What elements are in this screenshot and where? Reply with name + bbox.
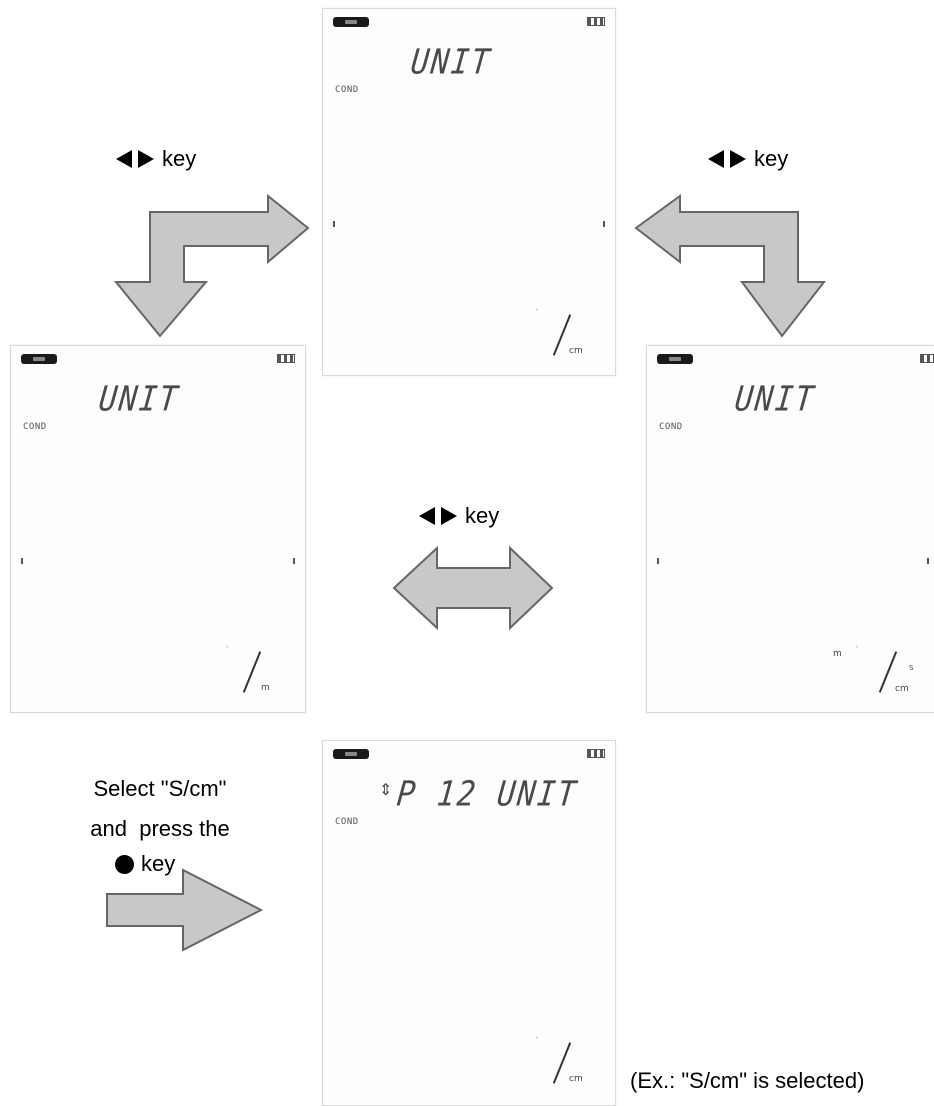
left-triangle-icon — [419, 507, 435, 525]
lcd-screen-right: UNIT COND m ʾ S cm — [646, 345, 934, 713]
unit-s-symbol: ʾ — [535, 306, 539, 320]
key-label: key — [465, 503, 500, 528]
mode-indicator-icon — [21, 354, 57, 364]
left-triangle-icon — [116, 150, 132, 168]
battery-icon — [920, 354, 934, 363]
bent-arrow-right-shape — [634, 194, 827, 338]
unit-numerator: S — [909, 664, 914, 672]
battery-icon — [587, 17, 605, 26]
instruction-line-2: and press the — [90, 816, 230, 841]
unit-denominator: cm — [895, 684, 909, 694]
right-triangle-icon — [138, 150, 154, 168]
double-arrow-shape — [392, 545, 554, 631]
right-marker-icon — [927, 558, 929, 564]
unit-prefix: m — [833, 649, 842, 659]
mode-indicator-icon — [333, 749, 369, 759]
mode-label: COND — [659, 422, 683, 432]
left-marker-icon — [21, 558, 23, 564]
mode-indicator-icon — [657, 354, 693, 364]
unit-s-symbol: ʾ — [535, 1034, 539, 1048]
unit-s-symbol: ʾ — [225, 643, 229, 657]
key-caption-top-left: key — [116, 146, 246, 172]
lcd-screen-top: UNIT COND ʾ cm — [322, 8, 616, 376]
left-marker-icon — [657, 558, 659, 564]
right-marker-icon — [293, 558, 295, 564]
right-triangle-icon — [730, 150, 746, 168]
lcd-screen-left: UNIT COND ʾ m — [10, 345, 306, 713]
unit-denominator: cm — [569, 1074, 583, 1084]
right-marker-icon — [603, 221, 605, 227]
battery-icon — [277, 354, 295, 363]
key-caption-middle: key — [419, 503, 549, 529]
enter-dot-icon — [115, 855, 134, 874]
example-note: (Ex.: "S/cm" is selected) — [630, 1068, 865, 1093]
key-label: key — [754, 146, 789, 171]
key-caption-top-right: key — [708, 146, 838, 172]
key-label: key — [141, 851, 176, 876]
instruction-line-3: key — [115, 851, 235, 879]
mode-label: COND — [335, 817, 359, 827]
left-marker-icon — [333, 221, 335, 227]
unit-denominator: cm — [569, 346, 583, 356]
right-triangle-icon — [441, 507, 457, 525]
left-triangle-icon — [708, 150, 724, 168]
mode-label: COND — [335, 85, 359, 95]
up-down-icon: ⇕ — [379, 782, 393, 799]
unit-denominator: m — [261, 683, 270, 693]
key-label: key — [162, 146, 197, 171]
mode-label: COND — [23, 422, 47, 432]
battery-icon — [587, 749, 605, 758]
bent-arrow-left-shape — [113, 193, 310, 338]
unit-s-symbol: ʾ — [855, 643, 859, 657]
right-arrow-shape — [106, 868, 264, 952]
mode-indicator-icon — [333, 17, 369, 27]
instruction-line-1: Select "S/cm" — [93, 776, 227, 801]
